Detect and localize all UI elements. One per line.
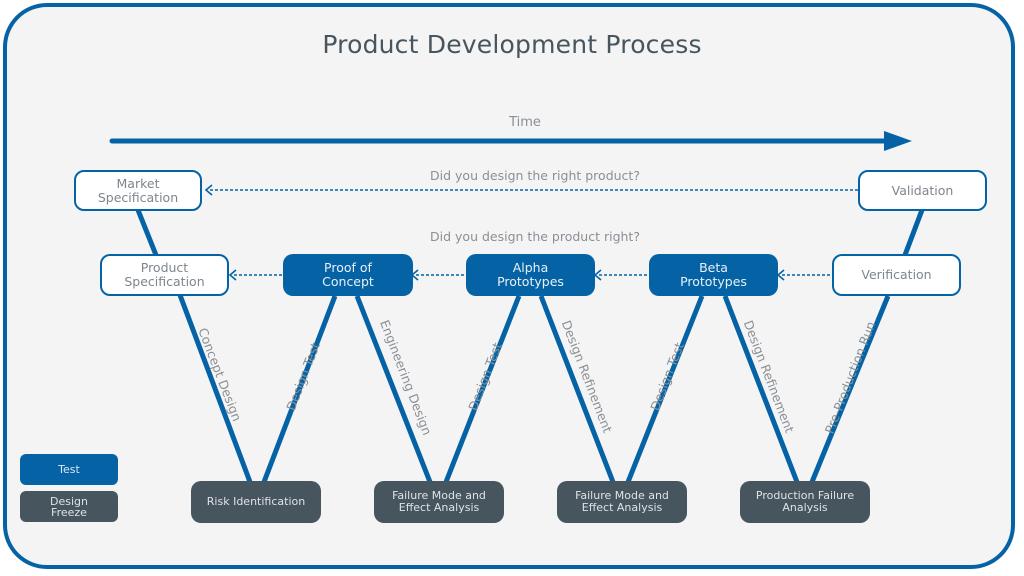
time-label: Time: [509, 115, 541, 130]
pre-production-line: [809, 295, 891, 483]
beta-prototypes-node[interactable]: Beta Prototypes: [649, 254, 778, 296]
arrowhead-icon: [204, 184, 213, 196]
fmea-node-1[interactable]: Failure Mode and Effect Analysis: [374, 481, 504, 523]
concept-design-line: [177, 294, 253, 483]
design-test-line-2: [443, 295, 522, 483]
design-test-line-1: [261, 295, 338, 483]
design-test-line-3: [625, 295, 705, 483]
engineering-design-line: [354, 295, 433, 483]
market-to-product-line: [135, 209, 159, 256]
risk-identification-node[interactable]: Risk Identification: [191, 481, 321, 523]
arrowhead-icon: [776, 269, 785, 281]
page-title: Product Development Process: [322, 30, 702, 59]
production-failure-analysis-node[interactable]: Production Failure Analysis: [740, 481, 870, 523]
arrowhead-icon: [228, 269, 237, 281]
legend-design-freeze: Design Freeze: [20, 491, 118, 522]
market-specification-node[interactable]: Market Specification: [74, 170, 202, 211]
legend-test: Test: [20, 454, 118, 485]
design-refinement-line-1: [538, 295, 616, 483]
validation-to-verification-line: [902, 209, 925, 256]
verification-node[interactable]: Verification: [832, 254, 961, 296]
validation-question: Did you design the right product?: [430, 168, 640, 183]
proof-of-concept-node[interactable]: Proof of Concept: [283, 254, 413, 296]
product-specification-node[interactable]: Product Specification: [100, 254, 229, 296]
verification-question: Did you design the product right?: [430, 229, 640, 244]
design-refinement-line-2: [722, 295, 800, 483]
alpha-prototypes-node[interactable]: Alpha Prototypes: [466, 254, 595, 296]
validation-node[interactable]: Validation: [858, 170, 987, 211]
arrowhead-icon: [593, 269, 602, 281]
fmea-node-2[interactable]: Failure Mode and Effect Analysis: [557, 481, 687, 523]
time-arrow-head: [884, 131, 912, 151]
